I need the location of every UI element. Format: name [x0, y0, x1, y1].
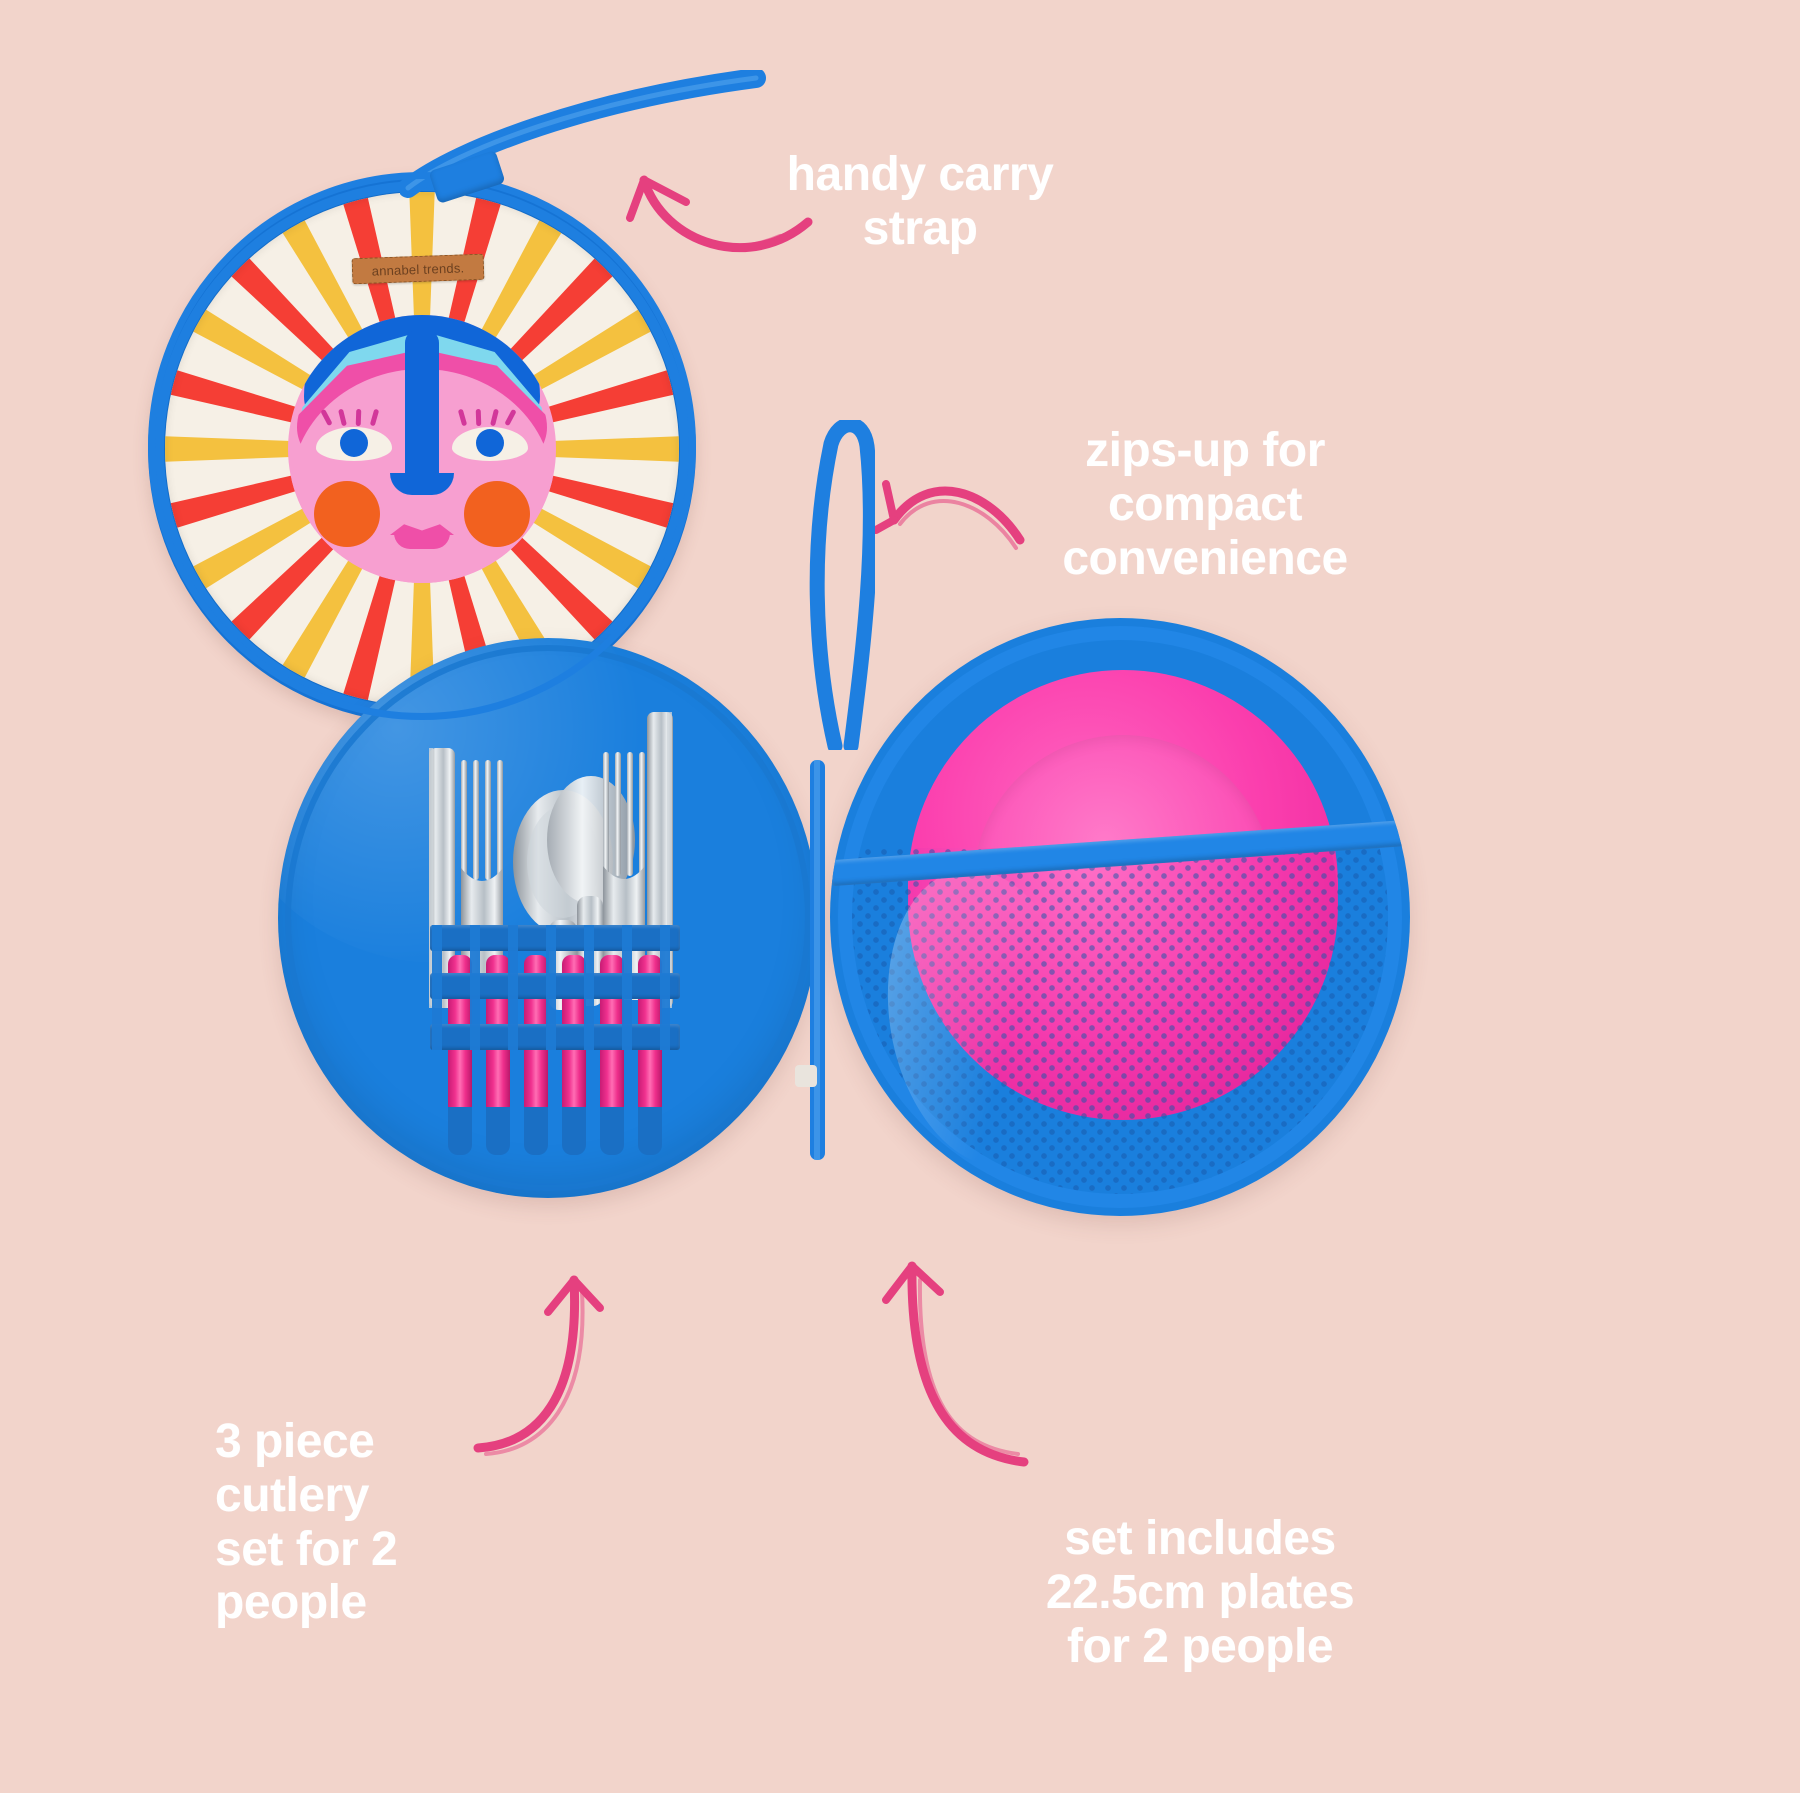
annotation-zips-up: zips-up for compact convenience	[1062, 424, 1348, 585]
handle-pocket-tip	[562, 1107, 586, 1155]
plate-pouch-rim	[838, 626, 1402, 1208]
handle-pocket-tip	[638, 1107, 662, 1155]
brand-label-text: annabel trends.	[371, 259, 465, 279]
elastic-divider	[660, 925, 670, 1050]
elastic-divider	[508, 925, 518, 1050]
elastic-divider	[470, 925, 480, 1050]
handle-pocket-tip	[486, 1107, 510, 1155]
elastic-loops	[430, 925, 680, 1050]
annotation-cutlery-set: 3 piece cutlery set for 2 people	[215, 1415, 398, 1630]
elastic-divider	[432, 925, 442, 1050]
plate-pouch	[830, 618, 1410, 1216]
lid-zipper-tape	[148, 172, 696, 720]
elastic-divider	[622, 925, 632, 1050]
handle-pocket-tip	[600, 1107, 624, 1155]
brand-label: annabel trends.	[351, 253, 485, 285]
centre-zipper	[800, 760, 834, 1160]
carry-loop	[805, 417, 878, 754]
elastic-divider	[584, 925, 594, 1050]
handle-pocket-tip	[448, 1107, 472, 1155]
annotation-plates: set includes 22.5cm plates for 2 people	[1045, 1512, 1355, 1673]
handle-pocket-tip	[524, 1107, 548, 1155]
elastic-divider	[546, 925, 556, 1050]
zipper-slider	[795, 1065, 817, 1087]
annotation-handy-carry-strap: handy carry strap	[786, 148, 1054, 255]
